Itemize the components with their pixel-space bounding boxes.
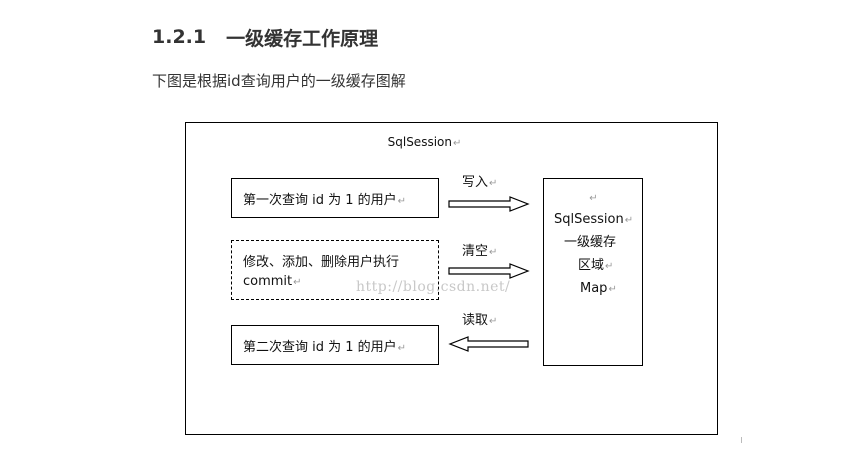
cache-line-first-level-cache: 一级缓存 (564, 235, 617, 250)
page-edge-tick (741, 437, 742, 443)
clear-arrow (448, 263, 530, 279)
paragraph-mark: ↵ (624, 215, 634, 226)
arrow-label-clear-text: 清空 (462, 244, 489, 259)
step-second-query-text: 第二次查询 id 为 1 的用户 (243, 340, 397, 355)
paragraph-mark: ↵ (608, 284, 617, 295)
paragraph-mark: ↵ (452, 138, 462, 149)
section-number: 1.2.1 (152, 26, 207, 48)
cache-line-map: Map (580, 281, 608, 296)
cache-line-sqlsession: SqlSession (554, 212, 624, 227)
sqlsession-frame (185, 122, 718, 435)
section-heading: 1.2.1 一级缓存工作原理 (152, 24, 378, 50)
write-arrow (448, 196, 530, 212)
step-first-query-box: 第一次查询 id 为 1 的用户↵ (231, 178, 439, 218)
intro-text: 下图是根据id查询用户的一级缓存图解 (152, 72, 406, 90)
arrow-label-read-text: 读取 (462, 313, 489, 328)
cache-line-area: 区域 (578, 258, 605, 273)
paragraph-mark: ↵ (397, 196, 407, 207)
watermark-text: http://blog.csdn.net/ (356, 279, 511, 295)
paragraph-mark: ↵ (293, 277, 302, 288)
sqlsession-frame-title: SqlSession↵ (0, 135, 849, 149)
paragraph-mark: ↵ (489, 178, 498, 189)
step-commit-box: 修改、添加、删除用户执行 commit↵ (231, 240, 439, 300)
paragraph-mark: ↵ (605, 261, 614, 272)
arrow-label-write: 写入↵ (462, 171, 497, 190)
step-commit-text-line1: 修改、添加、删除用户执行 (243, 255, 400, 270)
arrow-label-read: 读取↵ (462, 309, 497, 328)
cache-area-box: ↵ SqlSession↵ 一级缓存 区域↵ Map↵ (543, 178, 643, 366)
step-commit-text-line2: commit (243, 274, 293, 289)
paragraph-mark: ↵ (397, 343, 407, 354)
sqlsession-title-text: SqlSession (387, 135, 452, 149)
paragraph-mark: ↵ (489, 316, 498, 327)
step-second-query-box: 第二次查询 id 为 1 的用户↵ (231, 325, 439, 365)
paragraph-mark: ↵ (589, 193, 598, 204)
arrow-label-clear: 清空↵ (462, 240, 497, 259)
arrow-label-write-text: 写入 (462, 175, 489, 190)
paragraph-mark: ↵ (489, 247, 498, 258)
section-title: 一级缓存工作原理 (226, 27, 379, 50)
read-arrow (448, 336, 529, 352)
step-first-query-text: 第一次查询 id 为 1 的用户 (243, 193, 397, 208)
